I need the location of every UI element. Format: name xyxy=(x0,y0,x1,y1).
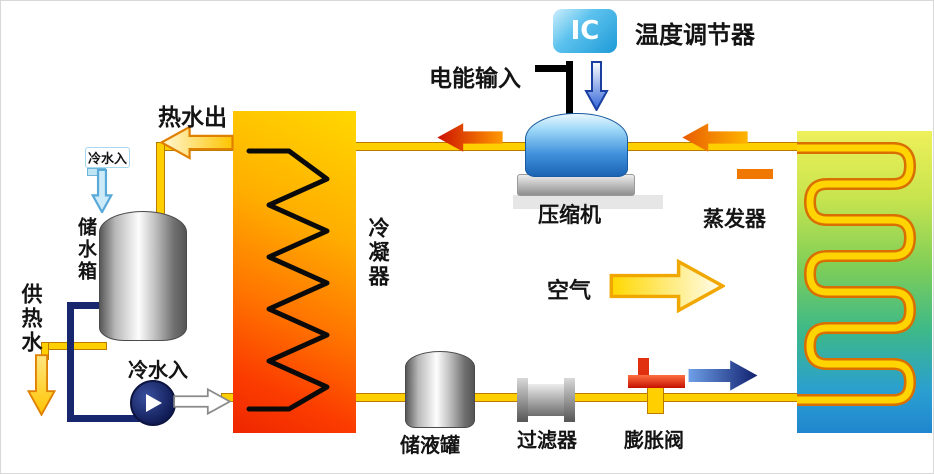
temperature-controller-label: 温度调节器 xyxy=(635,21,755,49)
water-storage-tank xyxy=(99,211,187,341)
expansion-valve-outlet xyxy=(647,387,664,414)
compressor-platform xyxy=(513,195,663,209)
cold-water-inlet-arrow-icon xyxy=(91,169,113,213)
ic-badge-label: IC xyxy=(570,16,600,46)
cold-water-in-pump-label: 冷水入 xyxy=(128,358,188,382)
evaporator-coil-icon xyxy=(797,142,917,406)
hot-gas-arrow-icon xyxy=(437,123,503,152)
filter-flange-left xyxy=(517,378,528,422)
power-wire-horizontal xyxy=(535,65,573,72)
condenser-label: 冷凝器 xyxy=(366,217,390,289)
compressor-body xyxy=(525,113,628,177)
filter-flange-right xyxy=(564,378,575,422)
cold-water-pipe-down xyxy=(67,302,74,422)
compressor-base xyxy=(517,174,635,196)
pump-flow-icon xyxy=(146,394,162,412)
hot-water-out-label: 热水出 xyxy=(158,105,227,131)
cold-water-pipe-from-tank xyxy=(67,302,103,309)
compressor-label: 压缩机 xyxy=(538,203,601,227)
liquid-refrigerant-arrow-icon xyxy=(688,360,758,391)
liquid-receiver-tank xyxy=(405,351,475,428)
power-input-label: 电能输入 xyxy=(429,66,521,92)
condenser-coil-icon xyxy=(246,148,330,412)
filter-label: 过滤器 xyxy=(517,428,577,452)
evaporator-panel xyxy=(797,131,932,433)
evaporator-label: 蒸发器 xyxy=(703,207,766,231)
water-tank-label: 储水箱 xyxy=(75,217,97,283)
pump-outlet-arrow-icon xyxy=(173,387,231,416)
expansion-valve-stem xyxy=(638,358,649,378)
vapor-to-compressor-arrow-icon xyxy=(682,123,748,152)
filter-body xyxy=(528,384,564,416)
hot-water-supply-arrow-icon xyxy=(26,354,57,416)
power-wire-vertical xyxy=(566,61,573,119)
expansion-valve-label: 膨胀阀 xyxy=(624,428,684,452)
filter-component xyxy=(517,378,575,422)
expansion-valve-body xyxy=(628,375,685,388)
water-pump xyxy=(130,380,176,426)
cold-water-in-tank-label: 冷水入 xyxy=(85,147,131,168)
air-label: 空气 xyxy=(547,279,592,304)
condenser-panel xyxy=(233,111,356,433)
cold-water-pipe-to-pump xyxy=(67,415,155,422)
evaporator-inlet-mark xyxy=(737,169,773,179)
ic-controller-badge: IC xyxy=(553,9,617,53)
supply-pipe-horizontal xyxy=(41,342,107,350)
power-input-arrow-icon xyxy=(584,61,609,111)
air-flow-arrow-icon xyxy=(609,259,725,313)
liquid-receiver-label: 储液罐 xyxy=(400,433,460,457)
hot-water-out-arrow-icon xyxy=(160,125,234,160)
hot-water-supply-label: 供热水 xyxy=(19,283,43,355)
